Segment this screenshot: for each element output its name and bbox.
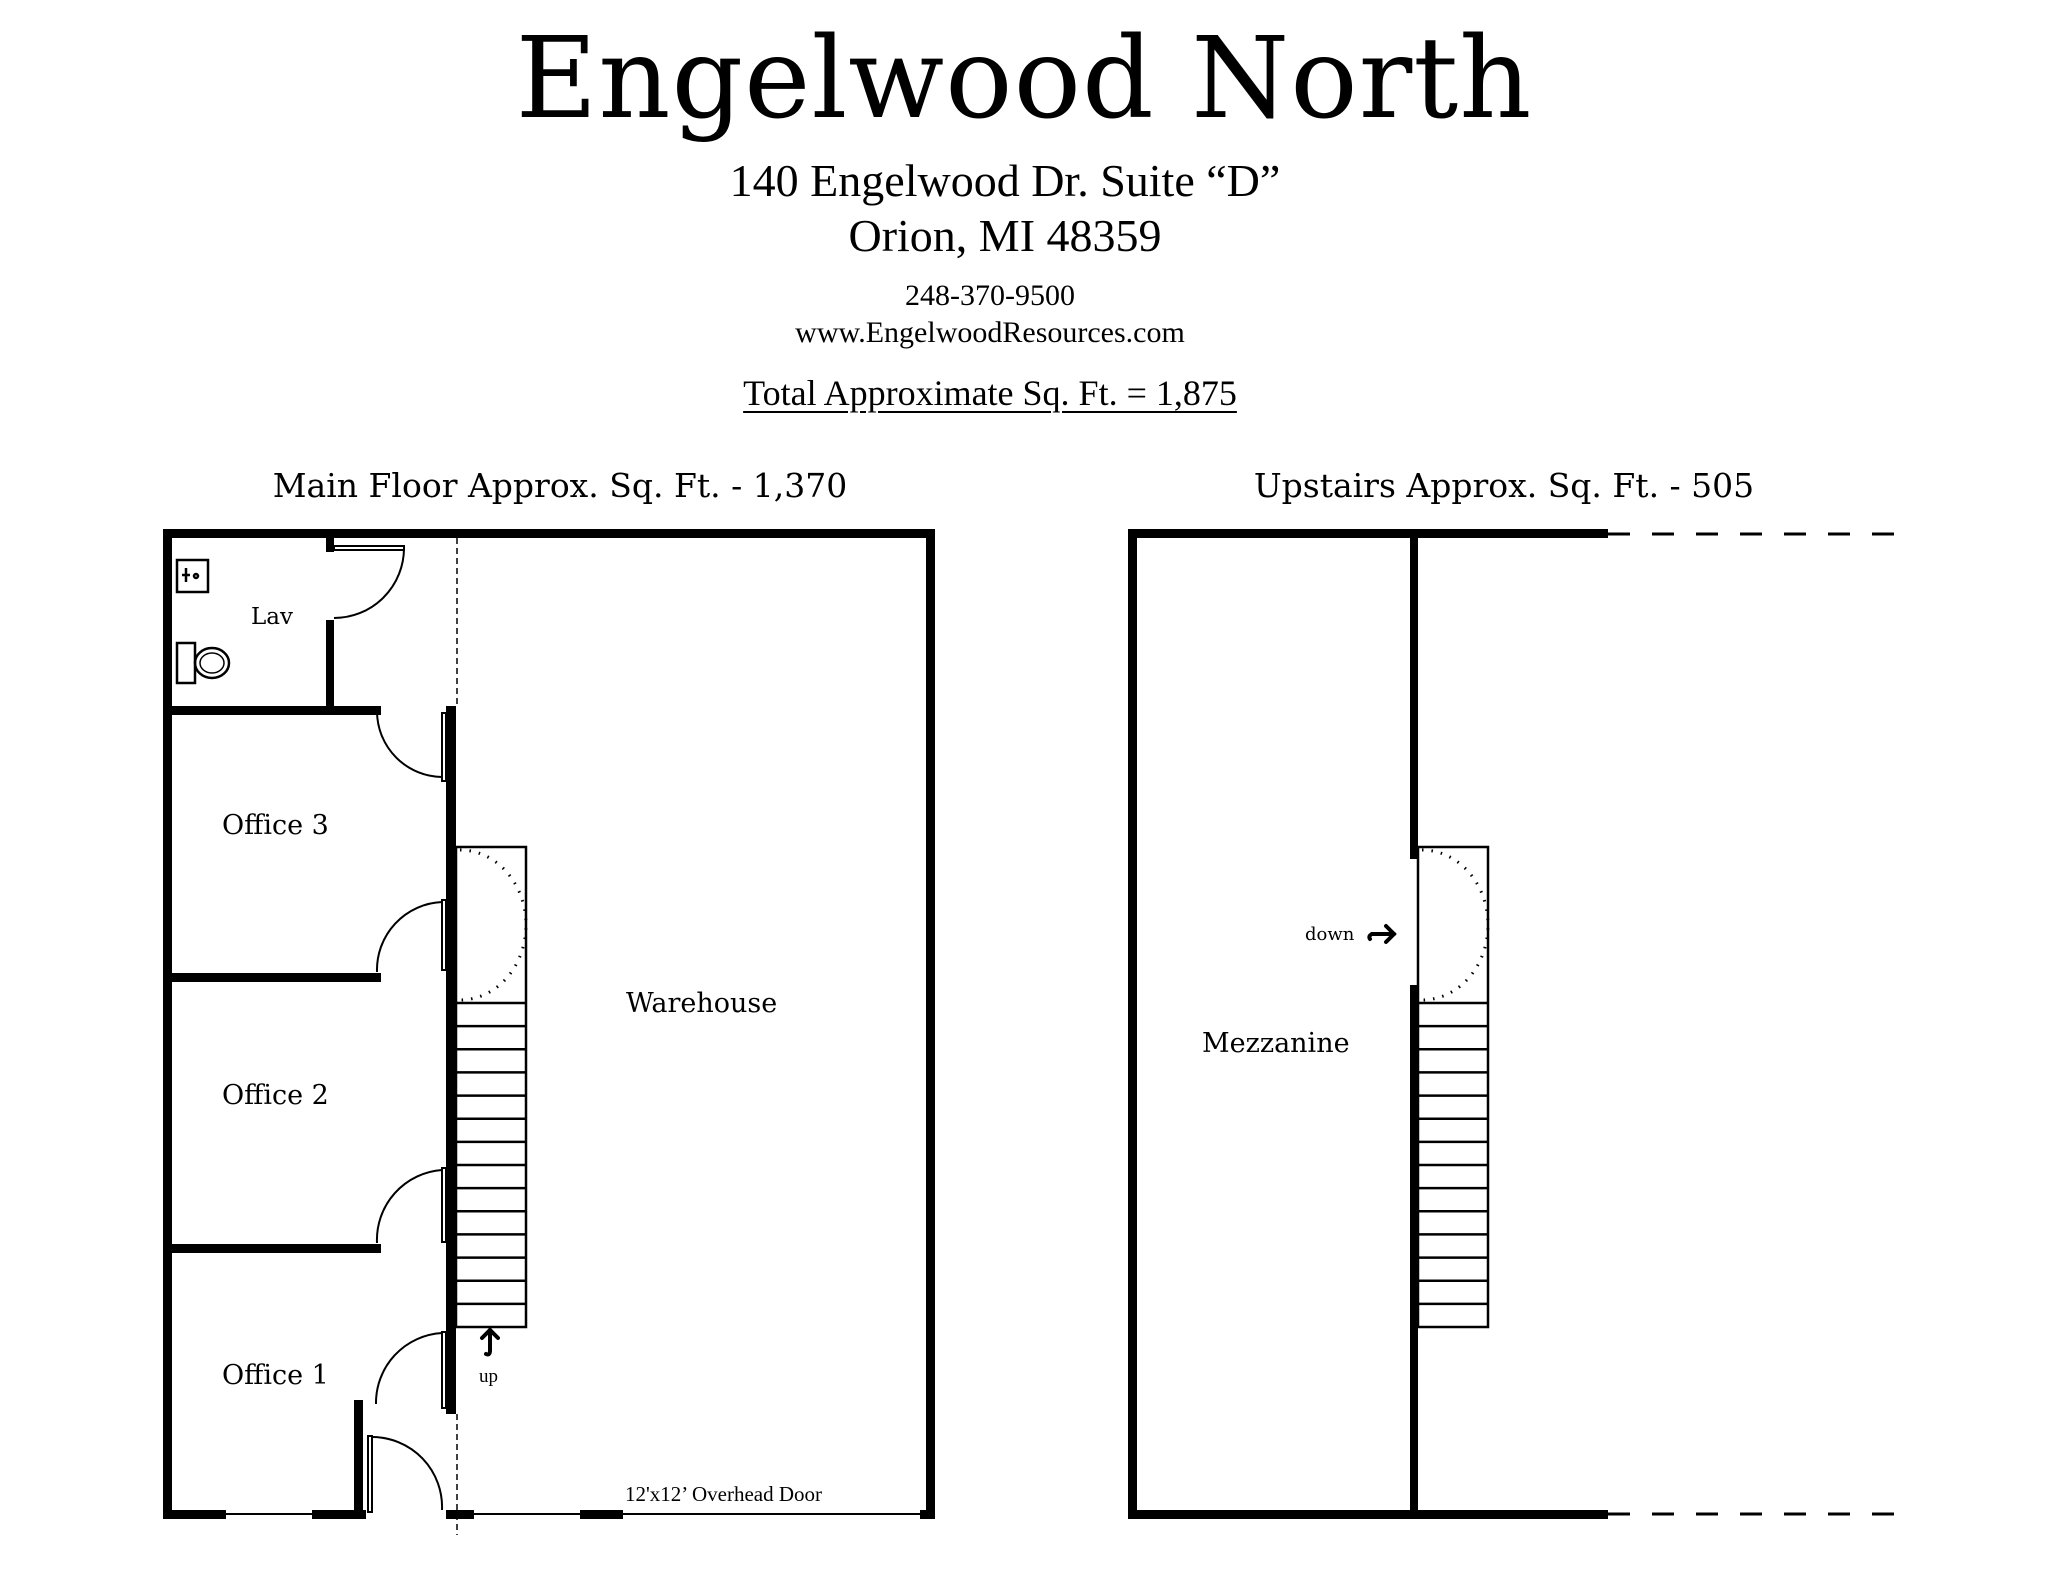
- up-arrow-icon: [480, 1327, 500, 1357]
- room-label-mezzanine: Mezzanine: [1202, 1028, 1350, 1059]
- main-right-wall: [926, 529, 935, 1519]
- upstairs-plan: [1128, 529, 1608, 1519]
- stair-down-label: down: [1305, 924, 1355, 945]
- lav-door-leaf: [333, 545, 405, 551]
- page-title: Engelwood North: [515, 14, 1533, 144]
- room-label-office-1: Office 1: [222, 1360, 329, 1391]
- address-line-1: 140 Engelwood Dr. Suite “D”: [729, 155, 1281, 206]
- address-line-2: Orion, MI 48359: [848, 210, 1162, 261]
- stair-up-label: up: [479, 1366, 498, 1387]
- room-label-office-2: Office 2: [222, 1080, 329, 1111]
- upstairs-heading: Upstairs Approx. Sq. Ft. - 505: [1253, 466, 1755, 505]
- upstairs-stairs: [1416, 845, 1490, 1329]
- overhead-door-label: 12'x12’ Overhead Door: [625, 1482, 822, 1506]
- total-sqft: Total Approximate Sq. Ft. = 1,875: [743, 373, 1237, 413]
- sink-icon: [175, 558, 210, 594]
- toilet-icon: [175, 641, 231, 685]
- room-label-office-3: Office 3: [222, 810, 329, 841]
- phone-number: 248-370-9500: [905, 279, 1075, 312]
- down-arrow-icon: [1367, 924, 1397, 944]
- main-floor-plan: [163, 529, 935, 1519]
- main-stairs: [454, 845, 528, 1329]
- main-floor-doors: [333, 545, 447, 1513]
- room-label-lav: Lav: [251, 604, 293, 630]
- room-label-warehouse: Warehouse: [626, 988, 778, 1019]
- stair-landing-arc: [459, 848, 528, 1002]
- lav-door-swing: [333, 547, 405, 619]
- main-floor-heading: Main Floor Approx. Sq. Ft. - 1,370: [272, 466, 848, 505]
- main-left-wall: [163, 529, 172, 1519]
- website-link[interactable]: www.EngelwoodResources.com: [795, 316, 1185, 349]
- main-top-wall: [163, 529, 935, 538]
